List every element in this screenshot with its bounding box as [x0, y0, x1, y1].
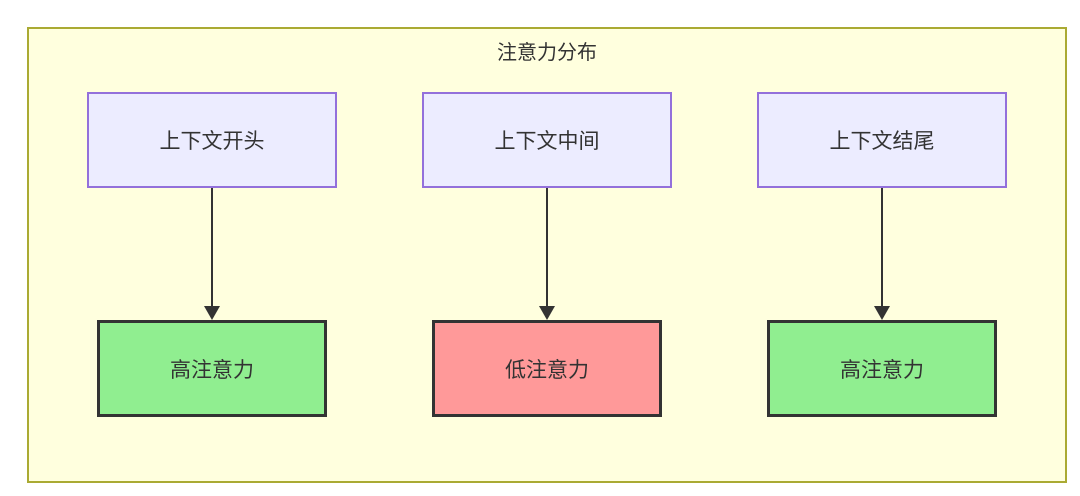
source-node-context-start: 上下文开头 [87, 92, 337, 188]
down-arrow-icon [539, 188, 555, 320]
flow-column-context-start: 上下文开头 高注意力 [87, 92, 337, 417]
arrow-line [546, 188, 548, 309]
arrow-line [881, 188, 883, 309]
arrow-head-icon [204, 306, 220, 320]
result-node-high-attention-1: 高注意力 [97, 320, 327, 417]
source-node-context-middle: 上下文中间 [422, 92, 672, 188]
arrow-line [211, 188, 213, 309]
source-node-context-end: 上下文结尾 [757, 92, 1007, 188]
flow-column-context-end: 上下文结尾 高注意力 [757, 92, 1007, 417]
flow-row: 上下文开头 高注意力 上下文中间 低注意力 上下文结尾 高注意力 [29, 92, 1065, 417]
result-node-low-attention: 低注意力 [432, 320, 662, 417]
down-arrow-icon [874, 188, 890, 320]
arrow-head-icon [539, 306, 555, 320]
arrow-head-icon [874, 306, 890, 320]
attention-distribution-diagram: 注意力分布 上下文开头 高注意力 上下文中间 低注意力 上下文结尾 高注 [27, 27, 1067, 483]
flow-column-context-middle: 上下文中间 低注意力 [422, 92, 672, 417]
down-arrow-icon [204, 188, 220, 320]
result-node-high-attention-2: 高注意力 [767, 320, 997, 417]
diagram-title: 注意力分布 [497, 40, 597, 64]
